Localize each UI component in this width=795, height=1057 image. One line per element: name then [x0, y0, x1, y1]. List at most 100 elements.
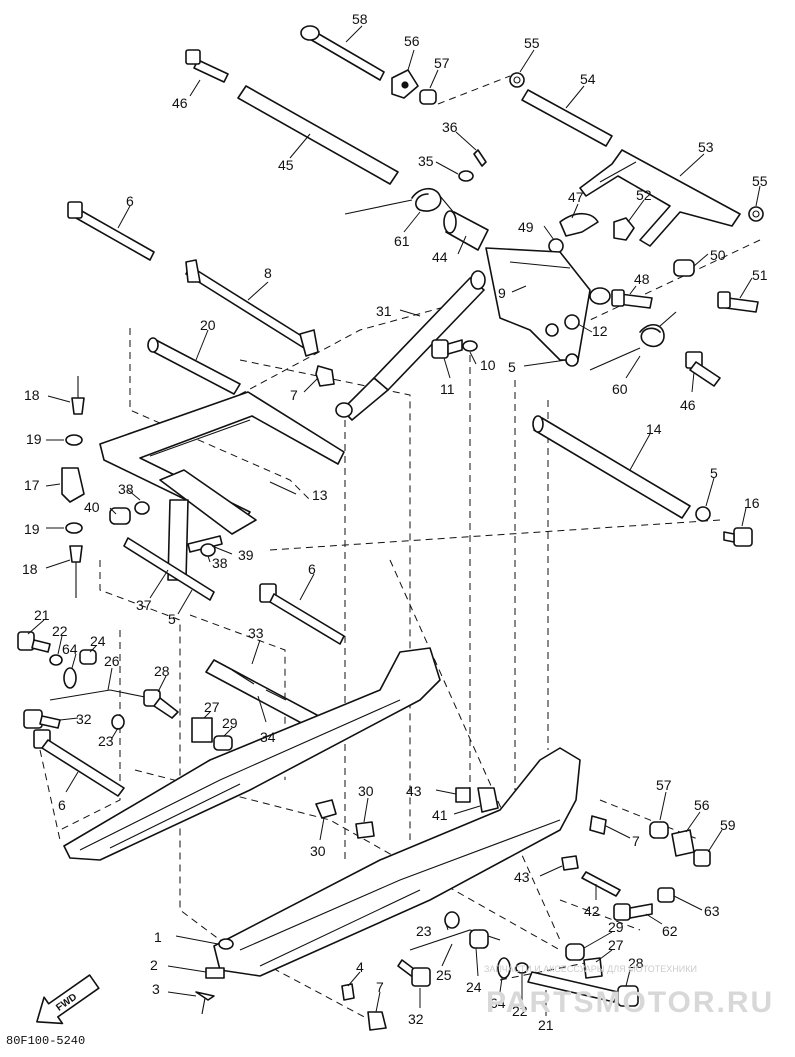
- watermark-logo: PARTSMOTOR.RU: [486, 986, 774, 1019]
- front-arm-53: [579, 149, 741, 247]
- callout-36: 36: [442, 119, 458, 135]
- nut-52: [613, 217, 635, 241]
- callout-1: 1: [154, 929, 162, 945]
- callout-32: 32: [76, 711, 92, 727]
- callout-51: 51: [752, 267, 768, 283]
- watermark-tagline: ЗАПЧАСТИ И АКСЕССУАРЫ ДЛЯ МОТОТЕХНИКИ: [484, 964, 697, 974]
- callout-42: 42: [584, 903, 600, 919]
- callout-27: 27: [608, 937, 624, 953]
- callout-45: 45: [278, 157, 294, 173]
- callout-37: 37: [136, 597, 152, 613]
- nut-7-lower: [367, 1011, 387, 1031]
- bolt-16: [723, 527, 753, 547]
- callout-11: 11: [440, 381, 455, 397]
- washer-19-lower: [65, 522, 83, 534]
- callout-53: 53: [698, 139, 714, 155]
- pin-18-upper: [71, 376, 85, 415]
- bracket-43-lower: [561, 855, 579, 871]
- collar-23-right: [444, 911, 460, 929]
- shaft-54: [521, 89, 613, 147]
- bolt-46-lower: [685, 351, 721, 387]
- callout-29: 29: [608, 919, 624, 935]
- pin-18-lower: [69, 545, 83, 598]
- bolt-6-middle: [259, 583, 345, 645]
- bracket-27-left: [191, 717, 213, 743]
- shaft-14: [532, 415, 691, 519]
- callout-40: 40: [84, 499, 100, 515]
- callout-5: 5: [710, 465, 718, 481]
- callout-38: 38: [212, 555, 228, 571]
- callout-13: 13: [312, 487, 328, 503]
- callout-4: 4: [356, 959, 364, 975]
- washer-22-left: [49, 654, 63, 666]
- callout-64: 64: [490, 995, 506, 1011]
- callout-21: 21: [538, 1017, 554, 1033]
- clip-4: [341, 983, 355, 1001]
- callout-49: 49: [518, 219, 534, 235]
- callout-56: 56: [404, 33, 420, 49]
- callout-59: 59: [720, 817, 736, 833]
- bracket-56-upper: [391, 69, 419, 99]
- pin-36: [473, 149, 487, 167]
- shaft-45: [237, 85, 399, 185]
- callout-22: 22: [512, 1003, 528, 1019]
- bracket-56-lower: [671, 829, 695, 857]
- bolt-6-lower: [33, 729, 125, 797]
- bolt-46-upper: [185, 49, 229, 83]
- bolt-42: [581, 871, 621, 897]
- callout-38: 38: [118, 481, 134, 497]
- callout-47: 47: [568, 189, 584, 205]
- collar-57-upper: [419, 89, 437, 105]
- callout-48: 48: [634, 271, 650, 287]
- rear-arm-bracket-9: [485, 247, 611, 361]
- callout-34: 34: [260, 729, 276, 745]
- washer-22-right: [515, 962, 529, 974]
- spring-60: [589, 311, 677, 371]
- callout-7: 7: [290, 387, 298, 403]
- block-41: [477, 787, 499, 813]
- callout-25: 25: [436, 967, 452, 983]
- callout-26: 26: [104, 653, 120, 669]
- slide-rail-right: [213, 747, 581, 977]
- callout-24: 24: [90, 633, 106, 649]
- callout-33: 33: [248, 625, 264, 641]
- callout-58: 58: [352, 11, 368, 27]
- callout-6: 6: [126, 193, 134, 209]
- collar-23-left: [111, 714, 125, 730]
- nut-63: [657, 887, 675, 903]
- callout-29: 29: [222, 715, 238, 731]
- slider-2: [205, 967, 225, 979]
- callout-43: 43: [406, 783, 422, 799]
- callout-30: 30: [310, 843, 326, 859]
- callout-12: 12: [592, 323, 608, 339]
- callout-22: 22: [52, 623, 68, 639]
- collar-24-left: [79, 649, 97, 665]
- watermark: ЗАПЧАСТИ И АКСЕССУАРЫ ДЛЯ МОТОТЕХНИКИ PA…: [484, 964, 774, 1019]
- rod-8: [185, 259, 319, 357]
- callout-52: 52: [636, 187, 652, 203]
- callout-55: 55: [524, 35, 540, 51]
- callout-44: 44: [432, 249, 448, 265]
- callout-7: 7: [376, 979, 384, 995]
- stopper-17: [61, 467, 85, 503]
- callout-6: 6: [308, 561, 316, 577]
- bolt-11: [431, 339, 463, 359]
- callout-10: 10: [480, 357, 496, 373]
- bolt-21-left: [17, 631, 51, 653]
- plate-64-right: [497, 957, 511, 979]
- bolt-28-left: [143, 689, 179, 719]
- spring-25: [409, 929, 501, 951]
- shaft-20: [147, 337, 241, 395]
- callout-24: 24: [466, 979, 482, 995]
- callout-labels: 58 56 57 55 46 54 45 36 35 53 55 6 61 47…: [22, 11, 768, 1033]
- bolt-58: [300, 25, 385, 81]
- collar-29-right: [565, 943, 585, 961]
- callout-5: 5: [168, 611, 176, 627]
- nut-55-side: [748, 206, 764, 222]
- callout-6: 6: [58, 797, 66, 813]
- callout-61: 61: [394, 233, 410, 249]
- callout-14: 14: [646, 421, 662, 437]
- callout-32: 32: [408, 1011, 424, 1027]
- callout-46: 46: [680, 397, 696, 413]
